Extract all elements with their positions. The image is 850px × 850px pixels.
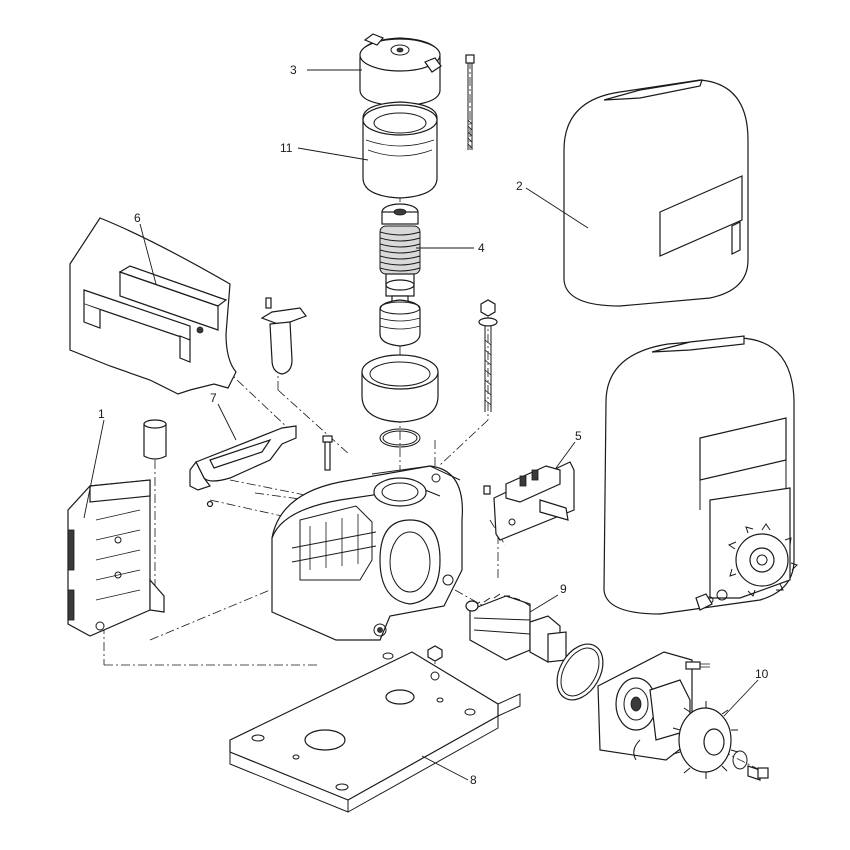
large-o-ring [556,643,604,701]
long-bolt-top [465,54,475,150]
o-ring [379,428,421,448]
part-10-output-gear [672,701,769,781]
part-6-inset-detail [69,217,237,395]
part-2-cover [563,79,749,307]
part-7-bracket [189,425,297,508]
long-bolt-right [478,299,498,412]
bearing-housing-bowl [361,354,439,423]
callout-5: 5 [575,429,582,443]
callout-2: 2 [516,179,523,193]
gearbox-housing [271,465,463,641]
callout-labels: 3 11 2 4 6 7 1 5 9 10 8 [98,63,769,787]
small-pin [322,435,333,471]
callout-1: 1 [98,407,105,421]
leader-lines [83,69,759,781]
part-8-base-plate [229,645,521,813]
callout-10: 10 [755,667,769,681]
part-11-sleeve [362,101,438,199]
part-4-motor-spring-assembly [379,203,421,347]
part-9-drive-shaft [465,593,567,663]
callout-11: 11 [280,141,293,155]
hanger-tab [260,297,307,375]
callout-9: 9 [560,582,567,596]
callout-7: 7 [210,391,217,405]
assembled-gear [727,523,798,597]
callout-4: 4 [478,241,485,255]
callout-8: 8 [470,773,477,787]
callout-6: 6 [134,211,141,225]
assembled-operator [603,335,798,615]
flange-plate [597,651,710,761]
part-1-control-board [67,479,165,637]
part-5-limit-switch [483,461,575,541]
capacitor [143,419,167,460]
part-3-top-cap [359,33,442,107]
callout-3: 3 [290,63,297,77]
